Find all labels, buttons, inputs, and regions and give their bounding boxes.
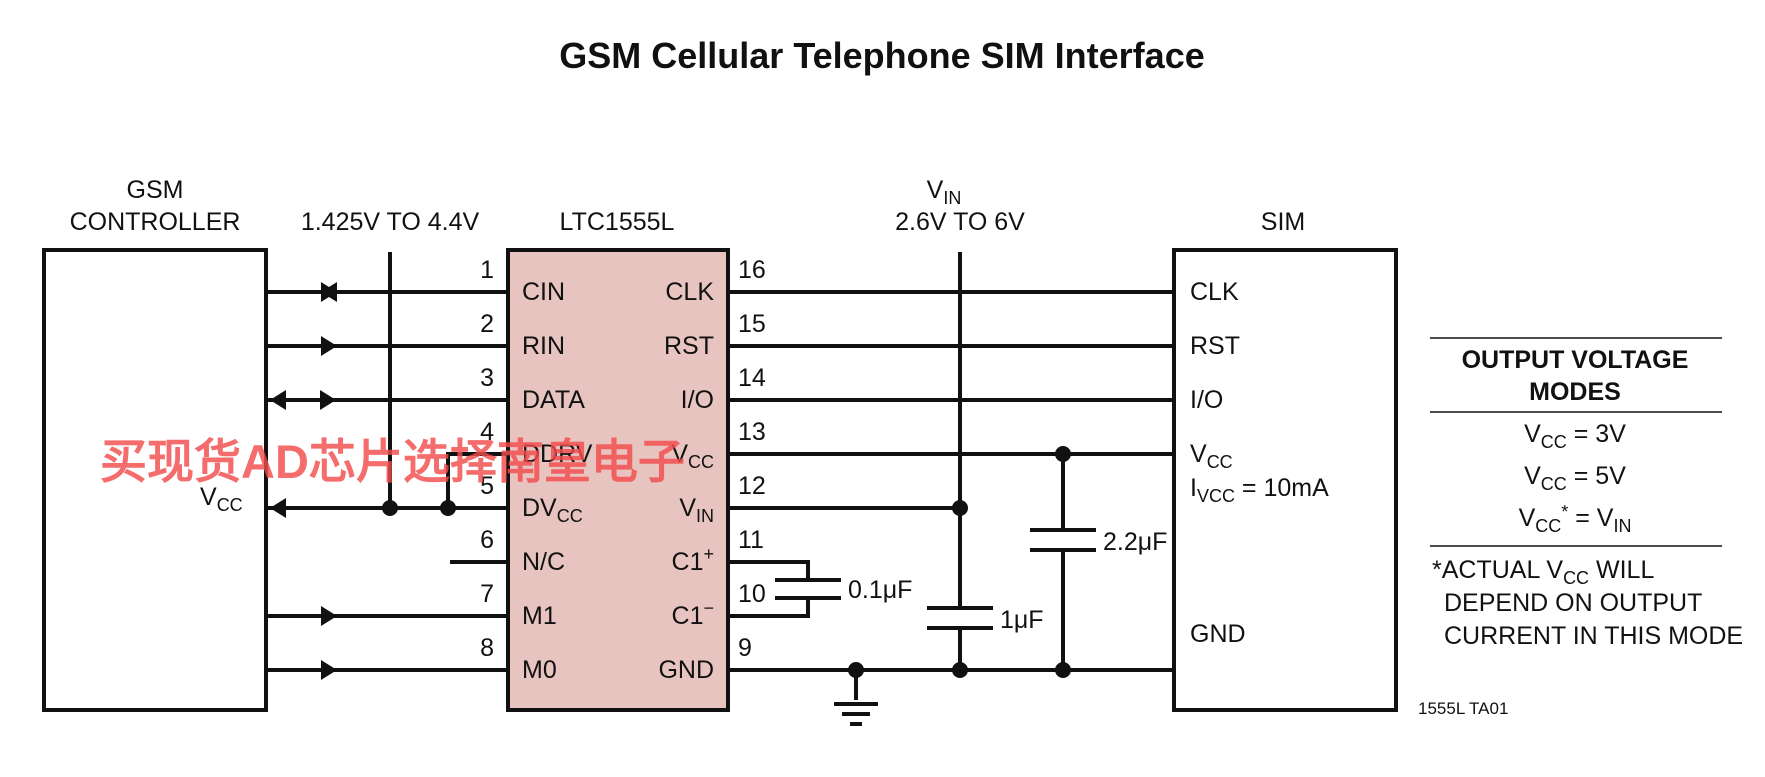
watermark: 买现货AD芯片选择南皇电子: [100, 435, 685, 488]
vin-label: VIN: [927, 176, 962, 208]
pin-number: 12: [738, 472, 766, 500]
pin-name: DDRV: [522, 440, 593, 468]
arrow-left-icon: [270, 390, 286, 410]
figure-id: 1555L TA01: [1418, 699, 1508, 718]
arrow-right-icon: [321, 282, 337, 302]
pin-number: 3: [480, 364, 494, 392]
arrow-right-icon: [321, 336, 337, 356]
arrow-left-icon: [270, 498, 286, 518]
pin-name: RIN: [522, 332, 565, 360]
sim-pin: GND: [1190, 620, 1246, 648]
pin-name: GND: [658, 656, 714, 684]
pin-number: 7: [480, 580, 494, 608]
pin-name: M0: [522, 656, 557, 684]
mode-row: VCC* = VIN: [1519, 502, 1632, 536]
pin-name: CIN: [522, 278, 565, 306]
capacitor-0.1uF: [775, 578, 841, 600]
arrow-right-icon: [321, 606, 337, 626]
pin-name: C1+: [672, 544, 714, 576]
modes-header: MODES: [1529, 378, 1621, 406]
pin-number: 9: [738, 634, 752, 662]
pin-name: RST: [664, 332, 714, 360]
pin-name: VCC: [671, 440, 714, 472]
pin-number: 8: [480, 634, 494, 662]
sim-ivcc-label: IVCC = 10mA: [1190, 474, 1329, 506]
chip-right-pins: 16 CLK 15 RST 14 I/O 13 VCC 12 VIN 11 C1…: [658, 256, 765, 684]
controller-vcc-label: VCC: [200, 483, 243, 515]
pin-number: 4: [480, 418, 494, 446]
sim-label: SIM: [1261, 208, 1305, 236]
sim-box: [1172, 248, 1398, 712]
pin-name: C1−: [672, 598, 714, 630]
pin-name: CLK: [665, 278, 714, 306]
arrow-right-icon: [320, 390, 336, 410]
junction-dot: [952, 662, 968, 678]
cap-label-vcc: 2.2μF: [1103, 528, 1167, 556]
mode-row: VCC = 5V: [1524, 462, 1626, 494]
arrow-right-icon: [321, 660, 337, 680]
ground-icon: [834, 702, 878, 726]
junction-dot: [952, 500, 968, 516]
pin-number: 16: [738, 256, 766, 284]
junction-dot: [1055, 446, 1071, 462]
pin-number: 11: [738, 526, 764, 554]
pin-name: DATA: [522, 386, 585, 414]
mode-row: VCC = 3V: [1524, 420, 1626, 452]
capacitor-1uF: [927, 606, 993, 630]
pin-number: 5: [480, 472, 494, 500]
cap-label-vin: 1μF: [1000, 606, 1044, 634]
modes-header: OUTPUT VOLTAGE: [1462, 346, 1689, 374]
pin-name: M1: [522, 602, 557, 630]
pin-name: VIN: [679, 494, 714, 526]
junction-dot: [382, 500, 398, 516]
junction-dot: [848, 662, 864, 678]
modes-footnote: CURRENT IN THIS MODE: [1444, 622, 1743, 650]
pin-number: 13: [738, 418, 766, 446]
capacitor-2.2uF: [1030, 528, 1096, 552]
cap-label-flying: 0.1μF: [848, 576, 912, 604]
pin-name: N/C: [522, 548, 565, 576]
vin-range-label: 2.6V TO 6V: [895, 208, 1025, 236]
pin-number: 6: [480, 526, 494, 554]
pin-number: 10: [738, 580, 766, 608]
pin-number: 1: [480, 256, 494, 284]
sim-pin: I/O: [1190, 386, 1223, 414]
controller-label-line1: GSM: [127, 176, 184, 204]
chip-left-pins: 1 CIN 2 RIN 3 DATA 4 DDRV 5 DVCC 6 N/C 7…: [480, 256, 593, 684]
page-title: GSM Cellular Telephone SIM Interface: [559, 35, 1204, 76]
pin-number: 15: [738, 310, 766, 338]
ltc1555l-chip: [506, 248, 730, 712]
junction-dot: [440, 500, 456, 516]
modes-footnote: *ACTUAL VCC WILL: [1432, 556, 1654, 588]
signal-arrows: [270, 282, 337, 680]
gsm-controller-box: [42, 248, 268, 712]
controller-label-line2: CONTROLLER: [70, 208, 241, 236]
modes-footnote: DEPEND ON OUTPUT: [1444, 589, 1702, 617]
pin-name: DVCC: [522, 494, 583, 526]
left-supply-label: 1.425V TO 4.4V: [301, 208, 480, 236]
pin-name: I/O: [681, 386, 714, 414]
junction-dot: [1055, 662, 1071, 678]
pin-number: 14: [738, 364, 766, 392]
sim-pin: VCC: [1190, 440, 1233, 472]
right-wiring: [728, 252, 1174, 700]
chip-name: LTC1555L: [560, 208, 675, 236]
sim-pin: RST: [1190, 332, 1240, 360]
sim-pin: CLK: [1190, 278, 1239, 306]
left-wiring: [266, 252, 508, 672]
pin-number: 2: [480, 310, 494, 338]
modes-table: OUTPUT VOLTAGE MODES VCC = 3V VCC = 5V V…: [1430, 337, 1743, 650]
